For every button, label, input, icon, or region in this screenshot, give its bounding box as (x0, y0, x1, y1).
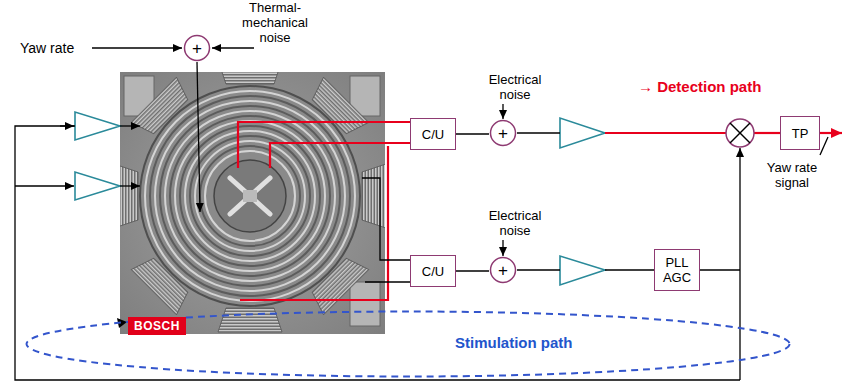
node-text: Stimulation path (455, 334, 573, 352)
node-text: + (192, 40, 202, 57)
signal-connector (456, 133, 489, 134)
lowpass-box: TP (780, 116, 820, 150)
signal-label: Yaw rate signal (762, 160, 822, 190)
noise-label: Electrical noise (480, 72, 550, 102)
node-text: TP (792, 126, 809, 141)
noise-label: Thermal- mechanical noise (236, 0, 314, 45)
mems-chip (120, 72, 385, 334)
summing-junction: + (489, 256, 517, 284)
converter-box: C/U (410, 255, 456, 287)
logo-box: BOSCH (128, 317, 186, 335)
summing-junction: + (489, 119, 517, 147)
amplifier-symbol (75, 112, 605, 285)
node-text: + (498, 125, 508, 142)
signal-label: Yaw rate (20, 40, 90, 57)
pll-agc-box: PLL AGC (654, 249, 700, 291)
summing-junction: + (183, 34, 211, 62)
noise-label: Electrical noise (480, 208, 550, 238)
node-text: BOSCH (134, 319, 180, 333)
node-text: PLL AGC (659, 255, 695, 285)
node-text: C/U (422, 127, 444, 142)
node-text: + (498, 262, 508, 279)
multiplier-symbol (726, 119, 754, 147)
signal-connector (456, 270, 489, 271)
converter-box: C/U (410, 118, 456, 150)
path-label: → Detection path (638, 78, 798, 96)
node-text: C/U (422, 264, 444, 279)
